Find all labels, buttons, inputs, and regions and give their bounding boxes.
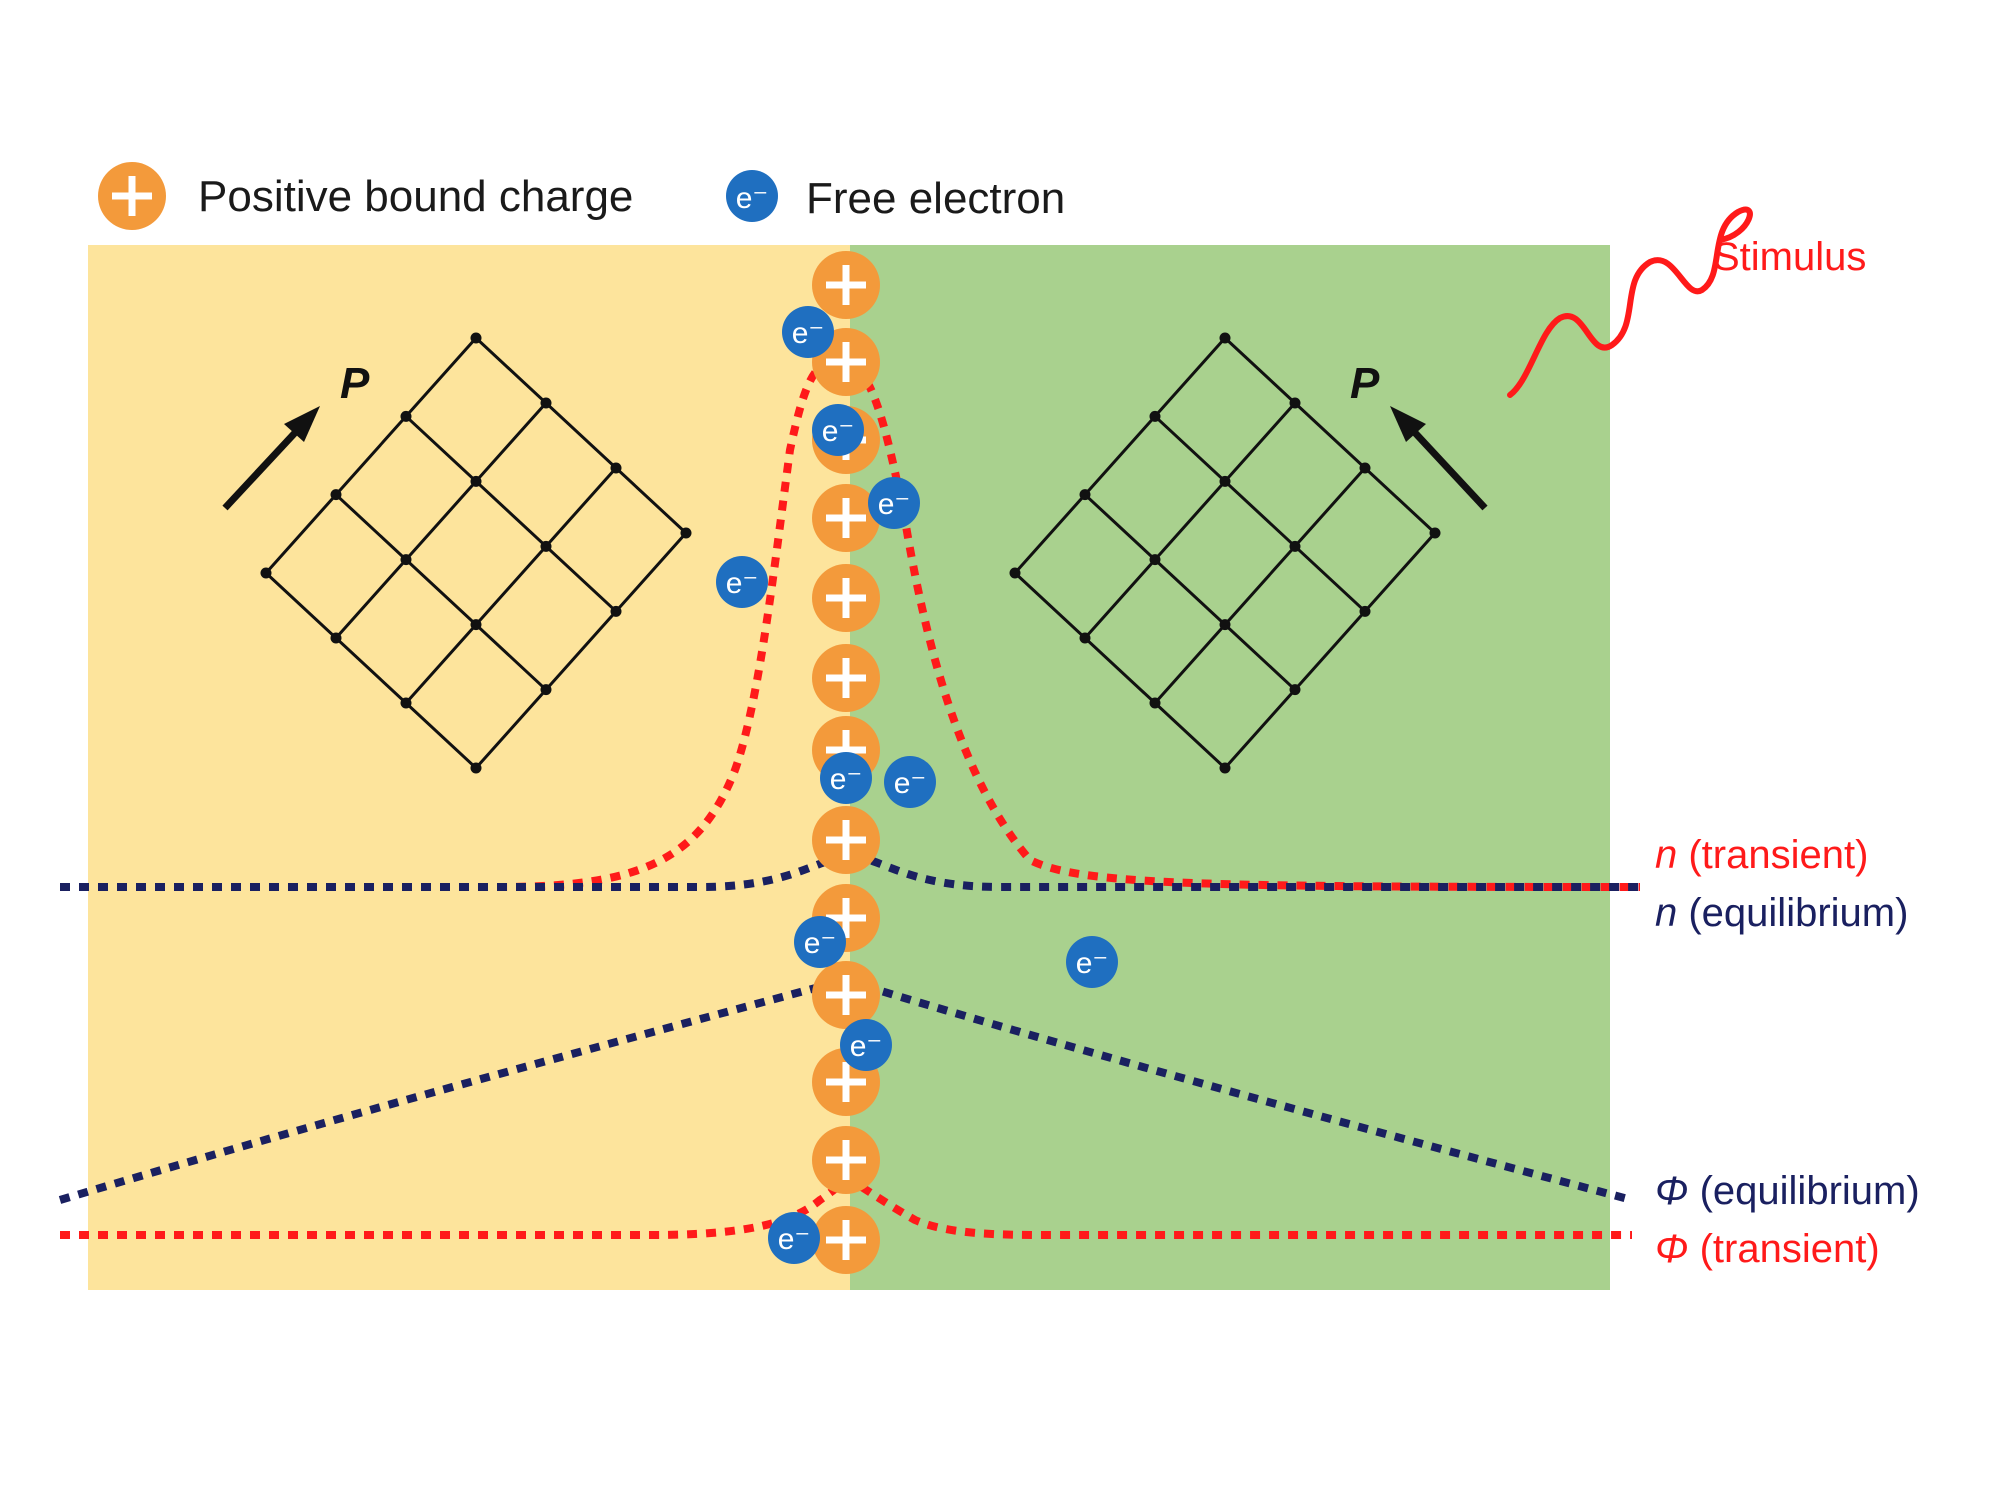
lattice-line [264,571,478,770]
svg-text:e⁻: e⁻ [878,488,911,521]
positive-bound-charge [812,484,880,552]
lattice-node [400,697,412,709]
lattice-node [610,605,622,617]
lattice-node [1289,684,1301,696]
svg-text:e⁻: e⁻ [804,927,837,960]
lattice-node [1289,397,1301,409]
lattice-node [1219,619,1231,631]
lattice-line [1083,493,1297,691]
positive-bound-charge [812,1206,880,1274]
lattice-node [470,475,482,487]
free-electron: e⁻ [820,752,872,804]
lattice-node [1359,605,1371,617]
positive-bound-charge [812,251,880,319]
legend: Positive bound charge e⁻ Free electron [98,162,1065,230]
polarization-arrow-right [1390,406,1488,511]
lattice-node [400,554,412,566]
lattice-node [1429,527,1441,539]
label-n-equilibrium: n (equilibrium) [1655,891,1908,935]
lattice-line [404,467,618,704]
lattice-line [404,415,618,613]
lattice-line [1013,571,1227,770]
lattice-node [1079,489,1091,501]
svg-text:e⁻: e⁻ [822,415,855,448]
legend-positive-label: Positive bound charge [198,172,633,221]
lattice-right [1009,332,1441,774]
svg-text:e⁻: e⁻ [894,767,927,800]
free-electron: e⁻ [840,1019,892,1071]
free-electron: e⁻ [868,477,920,529]
lattice-node [1219,332,1231,344]
lattice-line [1083,402,1297,639]
lattice-line [334,493,548,691]
svg-text:e⁻: e⁻ [830,763,863,796]
lattice-node [1219,762,1231,774]
lattice-node [470,332,482,344]
legend-electron-symbol: e⁻ [736,182,769,215]
lattice-node [330,632,342,644]
stimulus-wave [1507,206,1753,398]
positive-bound-charge [812,806,880,874]
lattice-line [474,336,688,535]
lattice-node [540,684,552,696]
legend-electron-icon: e⁻ [726,170,778,222]
lattice-node [1149,554,1161,566]
positive-bound-charge [812,564,880,632]
left-domain [88,245,850,1290]
lattice-left [260,332,692,774]
lattice-node [470,619,482,631]
positive-bound-charge [812,644,880,712]
phi-equilibrium-curve [58,975,1634,1204]
polarization-label-left: P [340,359,370,408]
lattice-node [330,489,342,501]
svg-text:e⁻: e⁻ [792,317,825,350]
svg-text:e⁻: e⁻ [850,1030,883,1063]
lattice-line [1223,336,1437,535]
free-electron: e⁻ [716,556,768,608]
lattice-node [470,762,482,774]
stimulus-label: Stimulus [1713,235,1866,279]
lattice-node [540,397,552,409]
label-n-transient: n (transient) [1655,833,1868,877]
legend-positive-charge-icon [98,162,166,230]
legend-electron-label: Free electron [806,174,1065,223]
lattice-node [1219,475,1231,487]
lattice-node [1289,540,1301,552]
positive-bound-charge [812,961,880,1029]
lattice-node [610,462,622,474]
lattice-node [680,527,692,539]
label-phi-equilibrium: Φ (equilibrium) [1655,1169,1920,1213]
free-electron: e⁻ [768,1212,820,1264]
polarization-label-right: P [1350,359,1380,408]
lattice-node [1149,410,1161,422]
lattice-node [1359,462,1371,474]
label-phi-transient: Φ (transient) [1655,1227,1880,1271]
polarization-arrow-left [222,406,320,511]
lattice-node [1149,697,1161,709]
svg-text:e⁻: e⁻ [726,567,759,600]
lattice-line [1153,415,1367,613]
lattice-node [540,540,552,552]
free-electron: e⁻ [782,306,834,358]
lattice-node [1009,567,1021,579]
lattice-node [260,567,272,579]
svg-text:e⁻: e⁻ [778,1223,811,1256]
lattice-line [1153,467,1367,704]
positive-bound-charge [812,1126,880,1194]
lattice-node [400,410,412,422]
lattice-line [474,532,688,769]
lattice-line [1013,337,1227,574]
lattice-line [1223,532,1437,769]
free-electron: e⁻ [1066,936,1118,988]
lattice-line [334,402,548,639]
lattice-line [264,337,478,574]
free-electrons: e⁻ e⁻ e⁻ e⁻ e⁻ e⁻ e⁻ e⁻ e⁻ e⁻ [716,306,1118,1264]
free-electron: e⁻ [884,756,936,808]
lattice-node [1079,632,1091,644]
free-electron: e⁻ [794,916,846,968]
free-electron: e⁻ [812,404,864,456]
svg-text:e⁻: e⁻ [1076,947,1109,980]
